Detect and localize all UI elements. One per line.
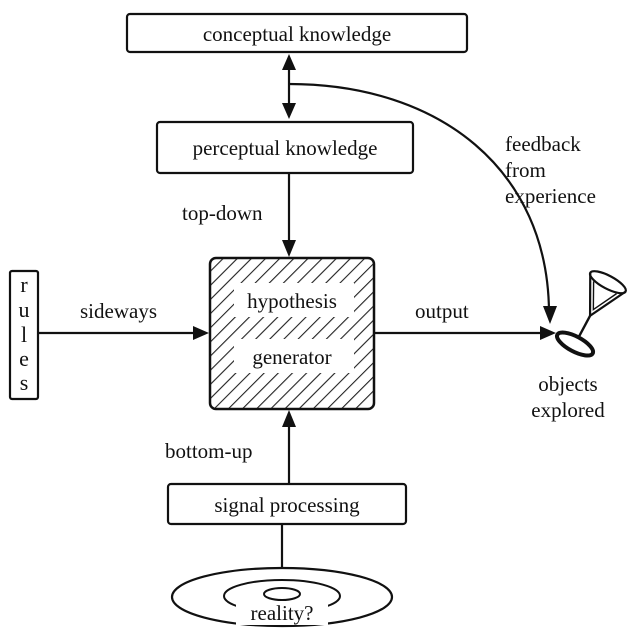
rules-letter-l: l [21, 322, 27, 347]
reality-target: reality? [170, 566, 394, 628]
reality-label: reality? [251, 601, 314, 625]
conceptual-perceptual-double-arrow [282, 54, 296, 119]
hypothesis-generator-box: hypothesis generator [208, 256, 376, 411]
signal-processing-label: signal processing [214, 493, 360, 517]
feedback-arrow [288, 82, 557, 324]
output-arrow [374, 326, 556, 340]
objects-label-line1: objects [538, 372, 597, 396]
feedback-label-line1: feedback [505, 132, 581, 156]
objects-label-line2: explored [531, 398, 605, 422]
bottom-up-label: bottom-up [165, 439, 253, 463]
sideways-arrow [38, 326, 209, 340]
bottom-up-arrow [282, 410, 296, 484]
conceptual-knowledge-label: conceptual knowledge [203, 22, 391, 46]
top-down-arrow [282, 173, 296, 257]
cocktail-glass-icon [555, 270, 627, 358]
rules-box: r u l e s [8, 269, 40, 401]
hypothesis-label: hypothesis [247, 289, 337, 313]
conceptual-knowledge-box: conceptual knowledge [125, 12, 469, 54]
feedback-label-line2: from [505, 158, 546, 182]
top-down-label: top-down [182, 201, 263, 225]
rules-letter-e: e [19, 346, 29, 371]
output-label: output [415, 299, 469, 323]
sideways-label: sideways [80, 299, 157, 323]
generator-label: generator [252, 345, 331, 369]
perceptual-knowledge-label: perceptual knowledge [193, 136, 378, 160]
rules-letter-s: s [20, 370, 29, 395]
perceptual-knowledge-box: perceptual knowledge [155, 120, 415, 175]
signal-processing-box: signal processing [166, 482, 408, 526]
feedback-label-line3: experience [505, 184, 596, 208]
rules-letter-u: u [19, 297, 30, 322]
rules-letter-r: r [20, 272, 28, 297]
